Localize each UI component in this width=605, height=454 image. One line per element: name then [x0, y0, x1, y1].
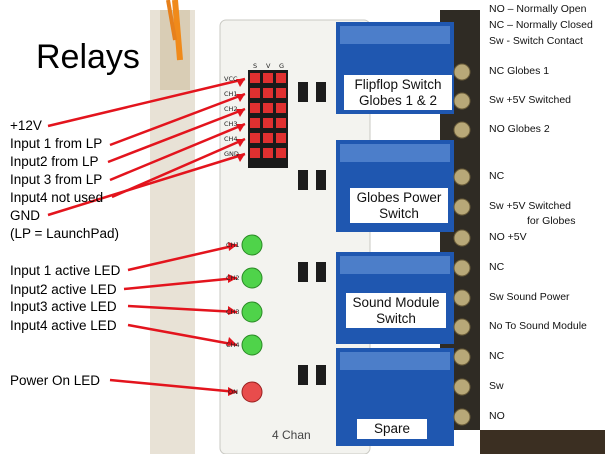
relay-2-label: Globes Power Switch [350, 188, 448, 224]
label-power-led: Power On LED [10, 373, 101, 388]
label-input2: Input2 from LP [10, 154, 99, 169]
pin-col-s: S [253, 62, 258, 70]
pin-label-ch4: CH4 [224, 135, 238, 143]
term-label-6: NO +5V [489, 231, 527, 243]
label-lp-note: (LP = LaunchPad) [10, 226, 119, 241]
term-label-8: Sw Sound Power [489, 291, 570, 303]
arrows [47, 77, 246, 394]
label-input1: Input 1 from LP [10, 136, 103, 151]
pin-label-ch2: CH2 [224, 105, 238, 113]
term-label-9: No To Sound Module [489, 320, 587, 332]
pin-label-ch1: CH1 [224, 90, 238, 98]
pin-label-ch3: CH3 [224, 120, 238, 128]
legend-no: NO – Normally Open [489, 3, 587, 15]
term-label-2: Sw +5V Switched [489, 94, 572, 106]
term-label-7: NC [489, 261, 505, 273]
led-mark-ch1: CH1 [226, 241, 240, 249]
term-label-3: NO Globes 2 [489, 123, 550, 135]
relay-1-label: Flipflop Switch Globes 1 & 2 [344, 75, 452, 111]
label-gnd: GND [10, 208, 40, 223]
legend-nc: NC – Normally Closed [489, 19, 593, 31]
pin-label-gnd: GND [224, 150, 239, 158]
led-mark-on: ON [228, 388, 238, 396]
relay-3-label: Sound Module Switch [346, 293, 446, 329]
led-mark-ch2: CH2 [226, 274, 240, 282]
term-label-5b: for Globes [527, 215, 576, 227]
label-input4: Input4 not used [10, 190, 104, 205]
term-label-5: Sw +5V Switched [489, 200, 572, 212]
board-bottom-text: 4 Chan [272, 428, 311, 442]
term-label-11: Sw [489, 380, 504, 392]
label-input3: Input 3 from LP [10, 172, 103, 187]
pin-col-g: G [279, 62, 285, 70]
orange-wire [172, 0, 183, 61]
led-group [241, 234, 263, 403]
led-mark-ch3: CH3 [226, 308, 240, 316]
pin-col-v: V [266, 62, 271, 70]
pin-label-vcc: VCC [224, 75, 238, 83]
label-led2: Input2 active LED [10, 282, 117, 297]
term-label-4: NC [489, 170, 505, 182]
led-mark-ch4: CH4 [226, 341, 240, 349]
legend-sw: Sw - Switch Contact [489, 35, 583, 47]
label-12v: +12V [10, 118, 42, 133]
label-led4: Input4 active LED [10, 318, 117, 333]
relay-4-label: Spare [357, 419, 427, 439]
term-label-12: NO [489, 410, 505, 422]
label-led1: Input 1 active LED [10, 263, 121, 278]
term-label-10: NC [489, 350, 505, 362]
label-led3: Input3 active LED [10, 299, 117, 314]
screw-terminals [453, 63, 471, 426]
header-pins [248, 70, 288, 168]
term-label-1: NC Globes 1 [489, 65, 550, 77]
page-title: Relays [36, 38, 140, 76]
